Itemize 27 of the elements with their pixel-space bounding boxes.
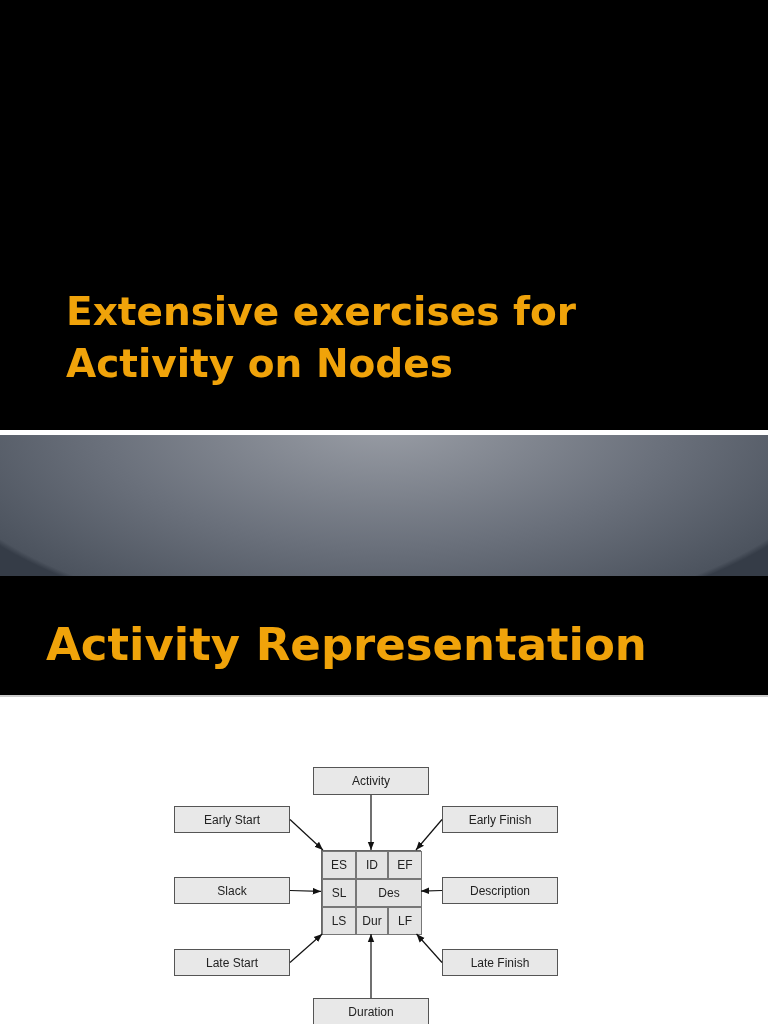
grid-cell: ES bbox=[322, 851, 356, 879]
label-box: Late Start bbox=[174, 949, 290, 976]
label-box: Early Finish bbox=[442, 806, 558, 833]
arrow bbox=[420, 887, 443, 895]
arrow bbox=[367, 933, 375, 999]
grid-cell: LF bbox=[388, 907, 422, 935]
arrow bbox=[289, 818, 324, 851]
grid-cell: Des bbox=[356, 879, 422, 907]
arrow bbox=[289, 887, 322, 895]
activity-node-grid bbox=[321, 850, 421, 934]
arrow bbox=[367, 794, 375, 851]
label-box: Duration bbox=[313, 998, 429, 1024]
grid-cell: EF bbox=[388, 851, 422, 879]
slide-title: Extensive exercises for Activity on Nodes bbox=[66, 288, 577, 388]
arrow bbox=[289, 933, 323, 964]
grid-cell: Dur bbox=[356, 907, 388, 935]
grid-cell: ID bbox=[356, 851, 388, 879]
label-box: Activity bbox=[313, 767, 429, 795]
grid-cell: LS bbox=[322, 907, 356, 935]
label-box: Description bbox=[442, 877, 558, 904]
grid-cell: SL bbox=[322, 879, 356, 907]
arrow bbox=[415, 933, 443, 964]
slide-heading: Activity Representation bbox=[46, 617, 647, 673]
label-box: Slack bbox=[174, 877, 290, 904]
label-box: Late Finish bbox=[442, 949, 558, 976]
label-box: Early Start bbox=[174, 806, 290, 833]
arrow bbox=[415, 818, 443, 851]
